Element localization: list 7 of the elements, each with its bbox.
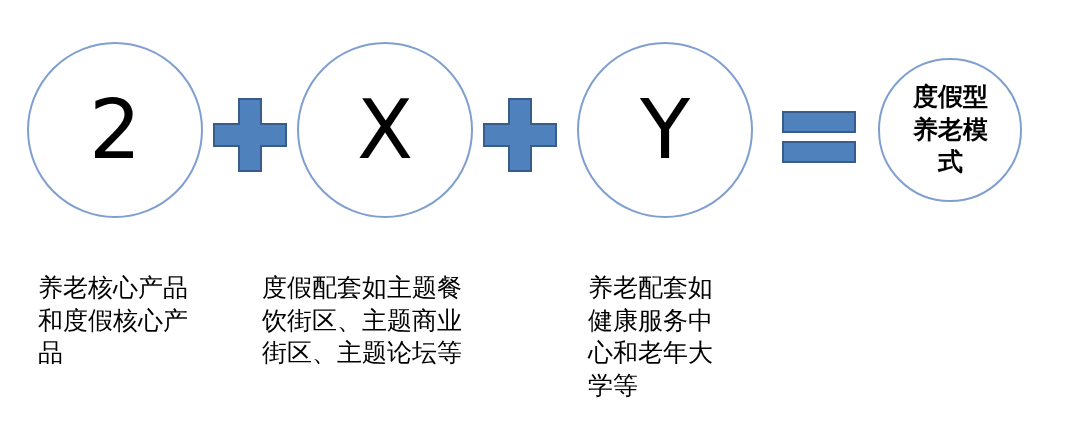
description-text: 养老核心产品和度假核心产品 <box>38 272 189 369</box>
symbol-label: X <box>356 89 414 171</box>
description-text: 养老配套如健康服务中心和老年大学等 <box>588 272 714 402</box>
node-label: 度假型养老模式 <box>911 81 989 179</box>
symbol-label: 2 <box>88 89 142 171</box>
description-text: 度假配套如主题餐饮街区、主题商业街区、主题论坛等 <box>262 272 463 369</box>
symbol-label: Y <box>639 89 691 171</box>
